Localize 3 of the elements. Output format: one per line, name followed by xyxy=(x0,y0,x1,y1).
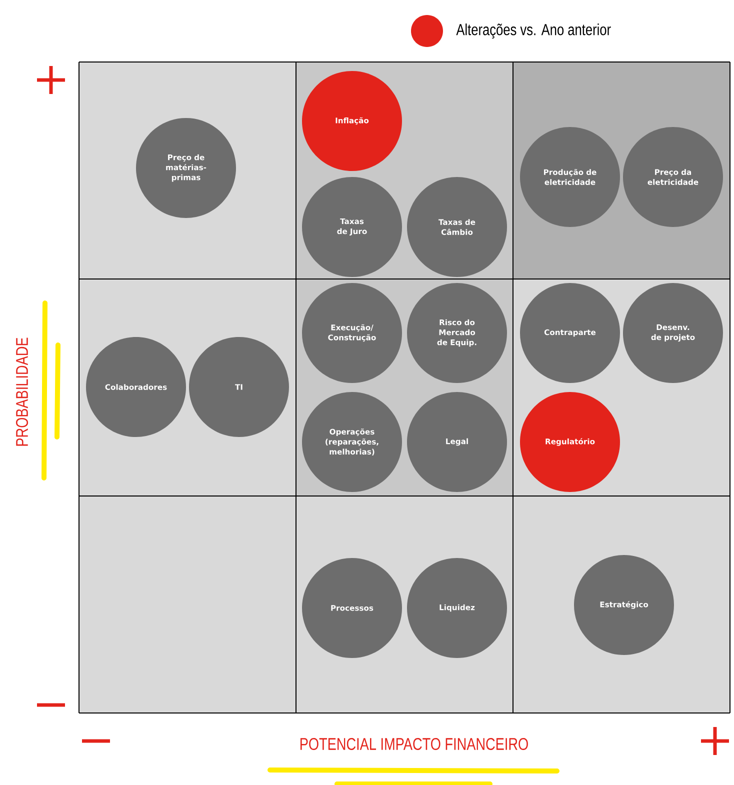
axis-title: POTENCIAL IMPACTO FINANCEIRO xyxy=(300,738,528,750)
axis-title: PROBABILIDADE xyxy=(16,338,28,446)
legend-label: Alterações vs. Ano anterior xyxy=(456,24,611,38)
